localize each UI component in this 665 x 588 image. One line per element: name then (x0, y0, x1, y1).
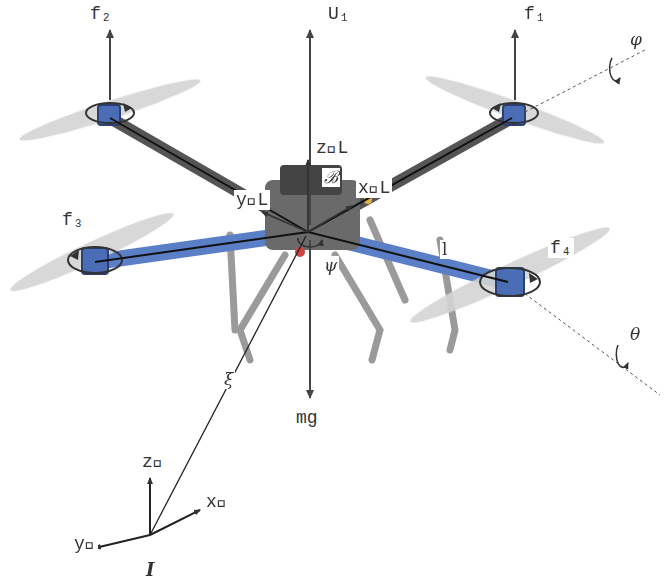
body-axis-label: y⃗L (234, 190, 270, 210)
force-label: f₃ (60, 210, 86, 230)
body-frame-label: ℬ (322, 168, 340, 187)
body-axis-label: z⃗L (314, 138, 350, 158)
force-label: f₂ (88, 4, 114, 24)
yaw-angle-label: ψ (322, 256, 339, 275)
arm-length-label: l (440, 240, 449, 259)
inertial-axis-label: z⃗ (140, 452, 166, 472)
position-vector-label: ξ (222, 370, 235, 389)
inertial-frame-label: I (144, 560, 156, 580)
inertial-axis-label: y⃗ (72, 534, 98, 554)
inertial-axis-label: x⃗ (204, 492, 230, 512)
thrust-label: U₁ (326, 4, 352, 24)
roll-angle-label: φ (628, 30, 644, 49)
pitch-angle-label: θ (628, 325, 642, 344)
force-label: f₁ (522, 4, 548, 24)
weight-label: mg (294, 408, 320, 428)
body-axis-label: x⃗L (356, 178, 392, 198)
force-label: f₄ (548, 238, 574, 258)
